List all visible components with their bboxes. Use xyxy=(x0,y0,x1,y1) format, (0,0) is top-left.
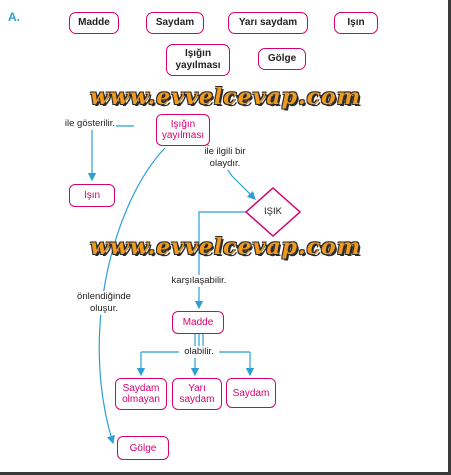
arrow-to-isin xyxy=(87,125,134,182)
arrow-to-golge xyxy=(98,147,166,445)
node-isin: Işın xyxy=(69,184,115,207)
label-karsilasabilir: karşılaşabilir. xyxy=(168,275,230,287)
node-madde: Madde xyxy=(172,311,224,334)
node-isik-label: IŞIK xyxy=(264,206,282,217)
arrow-to-madde xyxy=(194,211,246,310)
keyword-isin: Işın xyxy=(334,12,378,34)
label-onlendiginde: önlendiğinde oluşur. xyxy=(72,291,136,315)
keyword-yari-saydam: Yarı saydam xyxy=(228,12,308,34)
node-saydam: Saydam xyxy=(226,378,276,408)
keyword-golge: Gölge xyxy=(258,48,306,70)
keyword-saydam: Saydam xyxy=(146,12,204,34)
isik-diamond xyxy=(244,186,302,238)
keyword-isigin-yayilmasi: Işığın yayılması xyxy=(166,44,230,76)
label-ile-gosterilir: ile gösterilir. xyxy=(64,118,116,130)
label-ile-ilgili: ile ilgili bir olaydır. xyxy=(195,146,255,170)
node-isigin-yayilmasi: Işığın yayılması xyxy=(156,114,210,146)
label-olabilir: olabilir. xyxy=(179,346,219,358)
node-yari-saydam: Yarı saydam xyxy=(172,378,222,410)
node-saydam-olmayan: Saydam olmayan xyxy=(115,378,167,410)
section-letter: A. xyxy=(8,10,20,24)
keyword-madde: Madde xyxy=(69,12,119,34)
node-golge: Gölge xyxy=(117,436,169,460)
